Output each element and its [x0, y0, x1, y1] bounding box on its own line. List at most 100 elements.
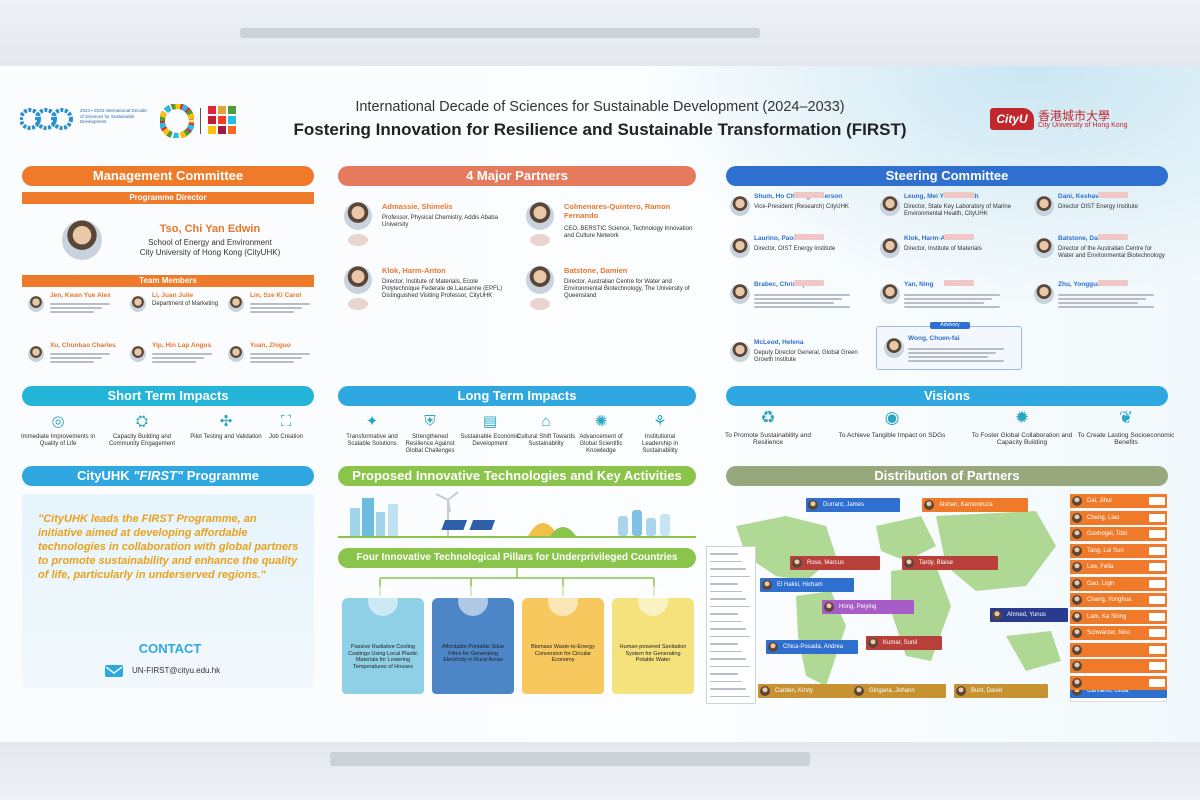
- institution-logo: [1098, 280, 1128, 286]
- team-member-name: Lin, Sze Ki Carol: [250, 292, 302, 299]
- programme-header: CityUHK "FIRST" Programme: [22, 466, 314, 486]
- cityu-english-name: City University of Hong Kong: [1038, 122, 1128, 129]
- steering-member-description: [908, 360, 1004, 362]
- right-partner-tag: Cheng, Liao: [1070, 510, 1167, 525]
- short-term-impact-label: Job Creation: [268, 434, 304, 440]
- vision-label: To Create Lasting Socioeconomic Benefits: [1077, 432, 1175, 446]
- institution-logo: [1098, 234, 1128, 240]
- email-icon: [105, 665, 123, 677]
- team-member-name: Jen, Kwan Yue Alex: [50, 292, 111, 299]
- technology-pillar-text: Biomass Waste-to-Energy Conversion for C…: [531, 644, 595, 663]
- country-legend-entry: [710, 560, 742, 562]
- map-partner-tag: El Hakki, Hicham: [760, 578, 854, 592]
- poster: 2024 • 2033 International Decade of Scie…: [0, 66, 1200, 742]
- map-partner-name: Chica-Posada, Andrea: [783, 644, 844, 650]
- country-legend-entry: [710, 605, 750, 607]
- map-partner-name: Alshan, Kamoniruza: [939, 502, 993, 508]
- country-legend-entry: [710, 665, 750, 667]
- eco-icon: ♻: [760, 408, 776, 427]
- pillar-illustration: [458, 586, 488, 616]
- right-partner-logo: [1149, 678, 1165, 687]
- right-partner-avatar: [1072, 661, 1082, 671]
- map-partner-name: Gingana, Johann: [869, 688, 915, 694]
- decade-logo-icon: [20, 108, 73, 130]
- country-legend-entry: [710, 673, 738, 675]
- pillar-illustration: [638, 586, 668, 616]
- partner-name: Colmenares-Quintero, Ramon Fernando: [564, 202, 671, 220]
- short-term-impact-label: Pilot Testing and Validation: [190, 434, 262, 440]
- job-icon: ⛶: [280, 413, 292, 430]
- right-partner-avatar: [1072, 545, 1082, 556]
- institution-logo: [794, 234, 824, 240]
- team-member-name: Yuan, Zhiguo: [250, 342, 291, 349]
- steering-member-description: [904, 298, 992, 300]
- country-legend: [706, 546, 756, 704]
- right-partner-logo: [1149, 645, 1165, 654]
- pillar-illustration: [368, 586, 398, 616]
- steering-member-description: Deputy Director General, Global Green Gr…: [754, 350, 858, 363]
- map-partner-name: Kumar, Sunil: [883, 640, 918, 646]
- sdg-tile: [218, 126, 226, 134]
- technology-pillar-text: Passive Radiative Cooling Coatings Using…: [348, 644, 418, 670]
- map-partner-name: Carden, Kirsty: [775, 688, 814, 694]
- map-partner-name: Carvalho, Gilda: [1087, 688, 1129, 694]
- right-partner-logo: [1149, 513, 1165, 522]
- shield-icon: ⛨: [424, 413, 436, 430]
- steering-member-description: [908, 356, 988, 358]
- partner-description: CEO, BERSTIC Science, Technology Innovat…: [564, 226, 693, 239]
- steering-committee-header: Steering Committee: [726, 166, 1168, 186]
- right-partner-avatar: [1072, 611, 1082, 622]
- steering-member-name: Zhu, Yongguan: [1058, 281, 1105, 288]
- test-icon: ✣: [219, 413, 233, 430]
- contact-label: CONTACT: [138, 641, 202, 656]
- sdg-tile: [218, 106, 226, 114]
- pillars-header: Four Innovative Technological Pillars fo…: [338, 548, 696, 568]
- pillar-illustration: [548, 586, 578, 616]
- management-committee-header: Management Committee: [22, 166, 314, 186]
- vision-label: To Promote Sustainability and Resilience: [725, 432, 811, 446]
- right-partner-avatar: [1072, 677, 1082, 688]
- steering-member-description: [1058, 298, 1146, 300]
- team-member-affiliation: [50, 361, 94, 363]
- decade-logo-text: 2024 • 2033 International Decade of Scie…: [80, 108, 147, 124]
- right-partner-tag: Gaxhogel, Tobi: [1070, 527, 1167, 541]
- right-partner-logo: [1149, 497, 1165, 505]
- benefits-icon: ❦: [1118, 408, 1134, 427]
- director-school: School of Energy and Environment: [148, 238, 272, 247]
- right-partner-tag: [1070, 642, 1167, 657]
- title-line-1: International Decade of Sciences for Sus…: [355, 99, 845, 115]
- map-partner-tag: Hong, Peiying: [822, 600, 914, 614]
- team-member-avatar: [28, 296, 44, 312]
- team-member-avatar: [130, 346, 146, 362]
- partner-name: Batstone, Damien: [564, 266, 628, 275]
- steering-member-avatar: [880, 238, 900, 258]
- map-partner-name: Rose, Marcus: [807, 560, 845, 566]
- map-partner-avatar: [760, 686, 770, 696]
- country-legend-entry: [710, 658, 746, 660]
- map-partner-tag: Chica-Posada, Andrea: [766, 640, 858, 654]
- partner-name: Admassie, Shimelis: [382, 202, 453, 211]
- right-partner-name: Lee, Fella: [1087, 564, 1114, 570]
- science-icon: ✺: [594, 413, 608, 430]
- contact-email[interactable]: UN-FIRST@cityu.edu.hk: [132, 666, 221, 675]
- country-legend-entry: [710, 628, 746, 630]
- long-term-impact-label: Strengthened Resilience Against Global C…: [405, 434, 455, 454]
- map-partner-avatar: [1072, 686, 1082, 696]
- map-partner-name: Ahmed, Yunus: [1007, 612, 1046, 618]
- country-legend-entry: [710, 553, 738, 555]
- partner-avatar: [526, 266, 554, 294]
- right-partner-name: Schwarzer, Nico: [1087, 630, 1131, 636]
- team-member-affiliation: [152, 353, 212, 355]
- right-partner-name: Gao, Liqin: [1087, 580, 1115, 587]
- team-member-avatar: [228, 346, 244, 362]
- partner-name: Klok, Harm-Anton: [382, 266, 446, 275]
- right-partner-avatar: [1072, 595, 1082, 605]
- team-member-name: Xu, Chunbao Charles: [50, 342, 116, 349]
- team-member-affiliation: [152, 357, 204, 359]
- partner-avatar: [526, 202, 554, 230]
- institution-logo: [944, 234, 974, 240]
- steering-member-name: Yan, Ning: [904, 281, 934, 288]
- country-legend-entry: [710, 568, 746, 570]
- right-partner-logo: [1149, 579, 1165, 588]
- building-icon: ⛭: [135, 413, 148, 430]
